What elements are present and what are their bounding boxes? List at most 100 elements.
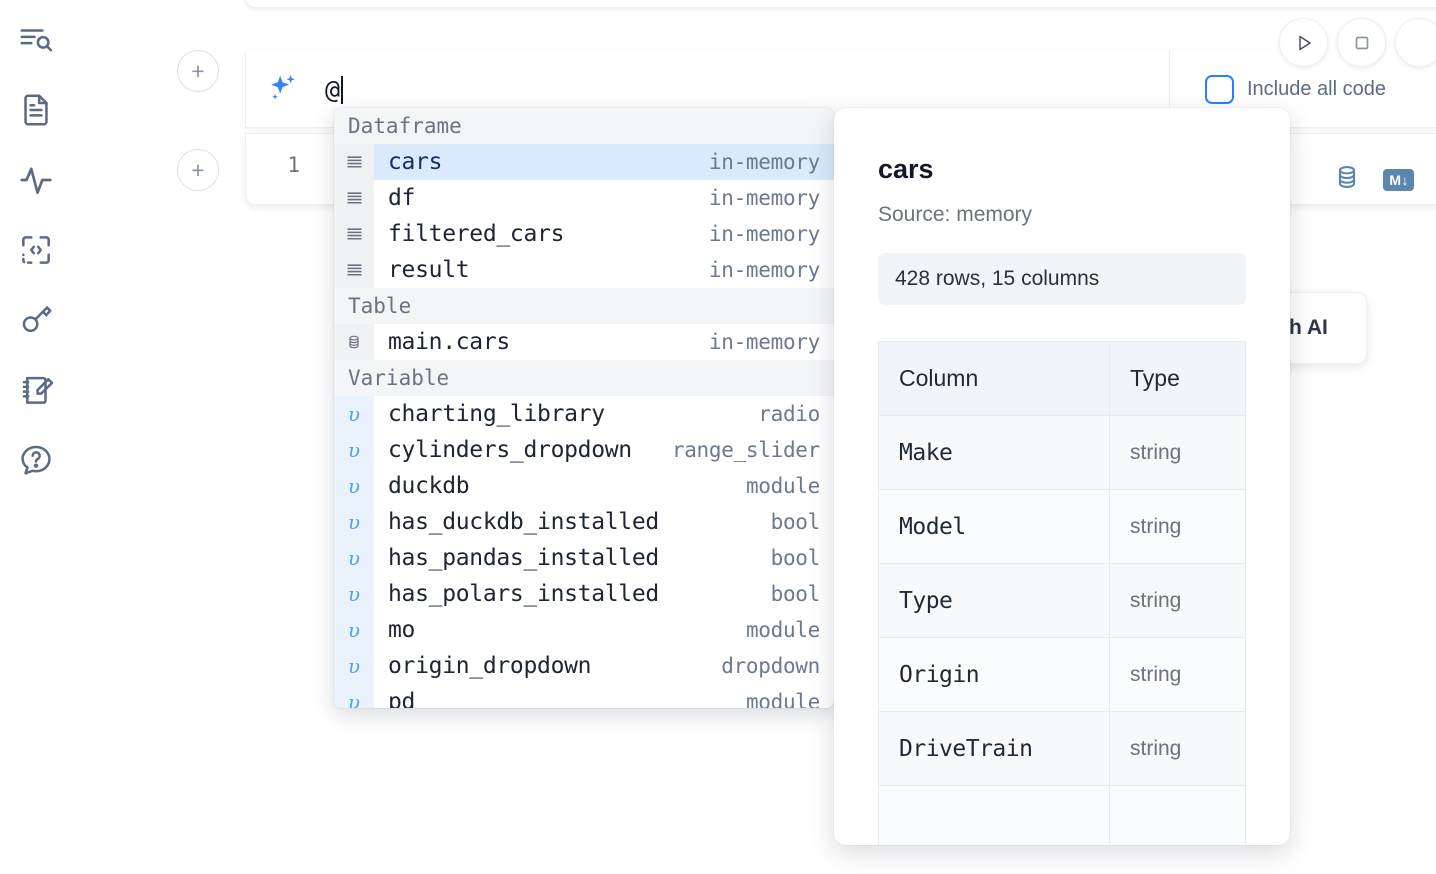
variable-icon: υ xyxy=(334,648,374,684)
left-icon-rail xyxy=(0,0,72,874)
sparkles-icon xyxy=(266,72,300,106)
autocomplete-item-meta: bool xyxy=(770,582,821,606)
outline-search-icon[interactable] xyxy=(14,18,58,62)
at-mention-autocomplete-popup[interactable]: Dataframe cars in-memory df in-memory fi… xyxy=(334,108,834,708)
file-text-icon[interactable] xyxy=(14,88,58,132)
autocomplete-item-has-polars-installed[interactable]: υ has_polars_installed bool xyxy=(334,576,834,612)
autocomplete-item-name: main.cars xyxy=(388,329,510,355)
autocomplete-item-meta: radio xyxy=(758,402,820,426)
include-all-code-checkbox[interactable] xyxy=(1205,74,1234,104)
autocomplete-item-origin-dropdown[interactable]: υ origin_dropdown dropdown xyxy=(334,648,834,684)
autocomplete-item-meta: in-memory xyxy=(708,330,820,354)
autocomplete-item-meta: module xyxy=(745,618,820,642)
table-header-row: Column Type xyxy=(878,341,1246,416)
variable-icon: υ xyxy=(334,684,374,708)
dataframe-detail-panel: cars Source: memory 428 rows, 15 columns… xyxy=(834,108,1290,845)
variable-icon: υ xyxy=(334,504,374,540)
autocomplete-item-meta: in-memory xyxy=(708,186,820,210)
schema-table: Column Type Make string Model string Typ… xyxy=(878,341,1246,845)
autocomplete-item-name: origin_dropdown xyxy=(388,653,592,679)
autocomplete-item-name: result xyxy=(388,257,470,283)
dataframe-icon xyxy=(334,252,374,288)
help-chat-icon[interactable] xyxy=(14,438,58,482)
run-cell-button[interactable] xyxy=(1279,18,1328,67)
autocomplete-item-df[interactable]: df in-memory xyxy=(334,180,834,216)
text-caret xyxy=(340,75,343,104)
schema-column-name: DriveTrain xyxy=(878,711,1110,786)
autocomplete-item-meta: range_slider xyxy=(671,438,820,462)
autocomplete-group-label: Table xyxy=(334,288,834,324)
dataframe-icon xyxy=(334,180,374,216)
variable-icon: υ xyxy=(334,576,374,612)
stop-cell-button[interactable] xyxy=(1337,18,1386,67)
column-header-column: Column xyxy=(878,341,1110,416)
autocomplete-item-name: pd xyxy=(388,689,416,708)
autocomplete-item-name: cars xyxy=(388,149,443,175)
autocomplete-item-name: cylinders_dropdown xyxy=(388,437,632,463)
schema-column-name: Origin xyxy=(878,637,1110,712)
column-header-type: Type xyxy=(1109,341,1246,416)
more-cell-button[interactable] xyxy=(1395,18,1436,67)
autocomplete-item-filtered-cars[interactable]: filtered_cars in-memory xyxy=(334,216,834,252)
dataframe-icon xyxy=(334,216,374,252)
cell-run-controls xyxy=(1279,18,1436,67)
schema-column-name: Make xyxy=(878,415,1110,490)
autocomplete-item-pd[interactable]: υ pd module xyxy=(334,684,834,708)
scratchpad-edit-icon[interactable] xyxy=(14,368,58,412)
add-cell-above-button[interactable]: + xyxy=(177,50,219,92)
ai-prompt-value: @ xyxy=(325,74,340,104)
variable-icon: υ xyxy=(334,540,374,576)
autocomplete-item-main-cars[interactable]: main.cars in-memory xyxy=(334,324,834,360)
table-row: DriveTrain string xyxy=(878,711,1246,786)
autocomplete-item-has-duckdb-installed[interactable]: υ has_duckdb_installed bool xyxy=(334,504,834,540)
include-all-code-label: Include all code xyxy=(1247,77,1386,100)
schema-column-type: string xyxy=(1109,489,1246,564)
table-row: Origin string xyxy=(878,637,1246,712)
schema-column-name xyxy=(878,785,1110,845)
code-line-number: 1 xyxy=(287,153,300,177)
include-all-code-row[interactable]: Include all code xyxy=(1171,50,1436,128)
autocomplete-item-cars[interactable]: cars in-memory xyxy=(334,144,834,180)
code-snippet-icon[interactable] xyxy=(14,228,58,272)
autocomplete-item-meta: in-memory xyxy=(708,258,820,282)
schema-column-name: Type xyxy=(878,563,1110,638)
autocomplete-item-charting-library[interactable]: υ charting_library radio xyxy=(334,396,834,432)
detail-shape-badge: 428 rows, 15 columns xyxy=(878,253,1246,305)
autocomplete-item-mo[interactable]: υ mo module xyxy=(334,612,834,648)
autocomplete-item-name: has_polars_installed xyxy=(388,581,659,607)
autocomplete-item-result[interactable]: result in-memory xyxy=(334,252,834,288)
autocomplete-group-label: Dataframe xyxy=(334,108,834,144)
schema-column-type: string xyxy=(1109,711,1246,786)
variable-icon: υ xyxy=(334,396,374,432)
autocomplete-item-name: duckdb xyxy=(388,473,470,499)
schema-column-type: string xyxy=(1109,415,1246,490)
activity-pulse-icon[interactable] xyxy=(14,158,58,202)
schema-column-name: Model xyxy=(878,489,1110,564)
autocomplete-item-cylinders-dropdown[interactable]: υ cylinders_dropdown range_slider xyxy=(334,432,834,468)
autocomplete-item-name: filtered_cars xyxy=(388,221,565,247)
code-cell-icons: M↓ xyxy=(1333,163,1414,196)
key-icon[interactable] xyxy=(14,298,58,342)
table-row: Make string xyxy=(878,415,1246,490)
autocomplete-item-duckdb[interactable]: υ duckdb module xyxy=(334,468,834,504)
autocomplete-item-meta: in-memory xyxy=(708,150,820,174)
autocomplete-item-meta: dropdown xyxy=(721,654,820,678)
detail-source: Source: memory xyxy=(878,203,1033,226)
table-row xyxy=(878,785,1246,845)
schema-column-type: string xyxy=(1109,637,1246,712)
autocomplete-item-has-pandas-installed[interactable]: υ has_pandas_installed bool xyxy=(334,540,834,576)
add-cell-below-button[interactable]: + xyxy=(177,149,219,191)
autocomplete-item-meta: module xyxy=(745,690,820,708)
markdown-icon[interactable]: M↓ xyxy=(1383,168,1414,191)
autocomplete-item-meta: bool xyxy=(770,546,821,570)
ai-prompt-text: @ xyxy=(325,75,343,104)
ai-prompt-input-area[interactable]: @ xyxy=(245,50,1170,128)
table-row: Model string xyxy=(878,489,1246,564)
previous-cell-partial xyxy=(245,0,1436,8)
database-icon[interactable] xyxy=(1333,163,1361,196)
table-row: Type string xyxy=(878,563,1246,638)
autocomplete-item-name: has_duckdb_installed xyxy=(388,509,659,535)
detail-title: cars xyxy=(878,154,934,184)
autocomplete-group-label: Variable xyxy=(334,360,834,396)
